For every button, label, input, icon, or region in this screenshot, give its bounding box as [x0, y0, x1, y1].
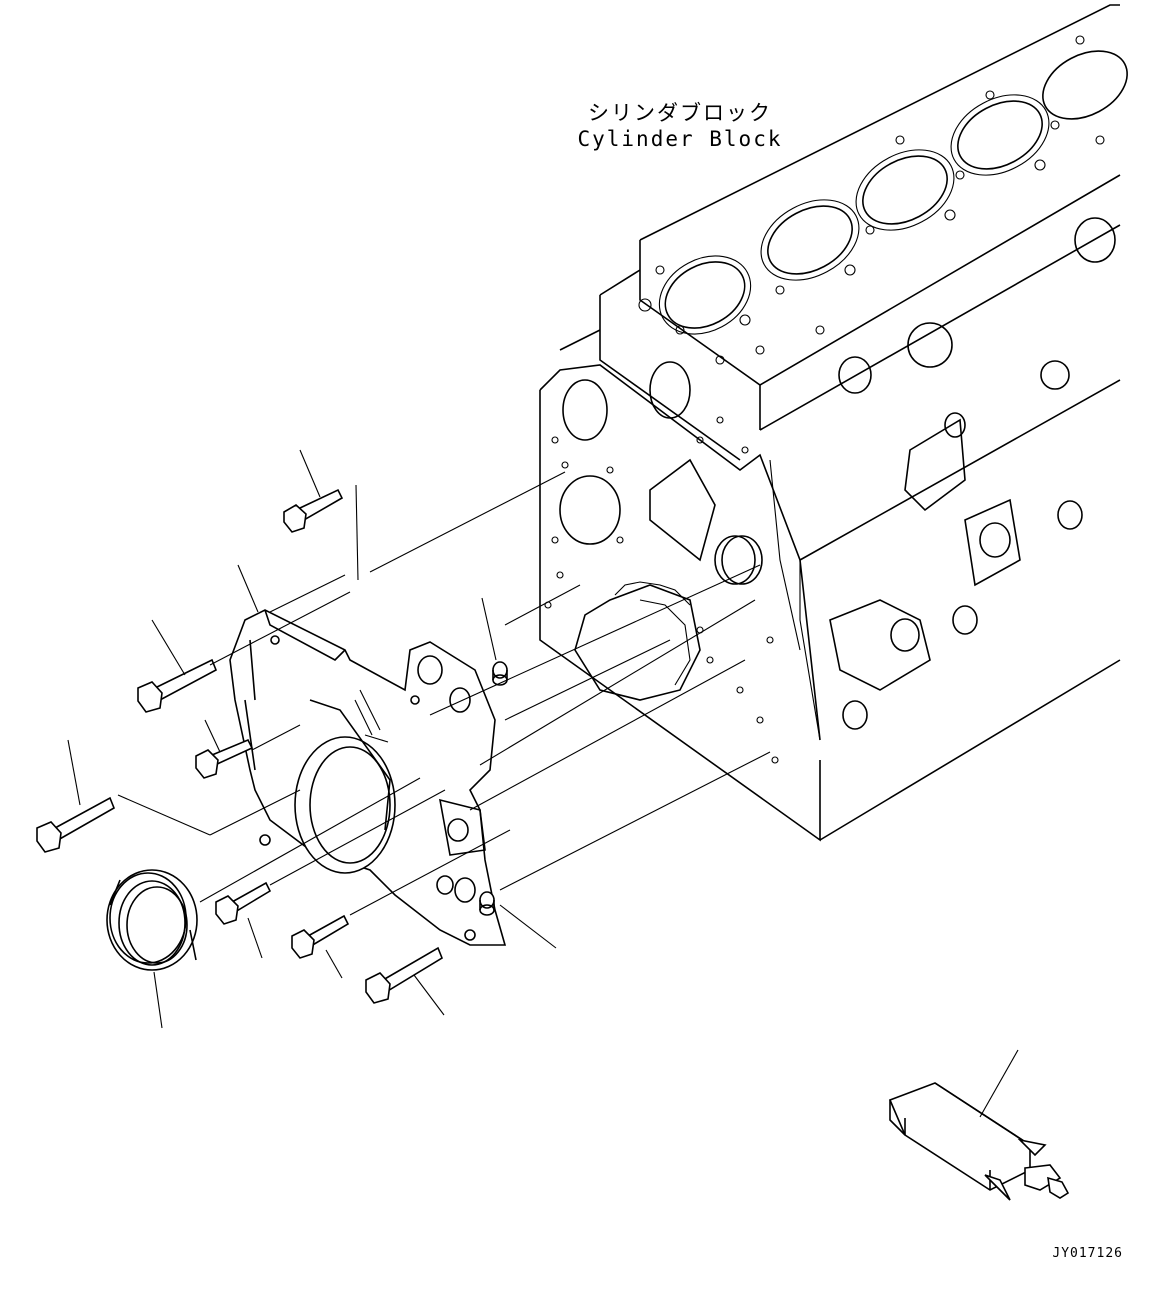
leader-lines [68, 450, 770, 1028]
bolts [37, 490, 442, 1003]
cylinder-block-label: シリンダブロック Cylinder Block [570, 100, 790, 152]
dowel-pin [480, 892, 494, 915]
bolt [138, 660, 216, 712]
label-english: Cylinder Block [577, 127, 783, 151]
oil-seal [107, 870, 197, 970]
bolt [196, 740, 252, 778]
gear-case [230, 610, 505, 945]
bolt [284, 490, 342, 532]
bolt [37, 798, 114, 852]
bolt [292, 916, 348, 958]
bolt [216, 883, 270, 924]
drawing-id: JY017126 [1052, 1246, 1123, 1261]
cylinder-block [540, 5, 1139, 840]
bolt [366, 948, 442, 1003]
label-japanese: シリンダブロック [588, 101, 772, 125]
tool [890, 1050, 1068, 1200]
